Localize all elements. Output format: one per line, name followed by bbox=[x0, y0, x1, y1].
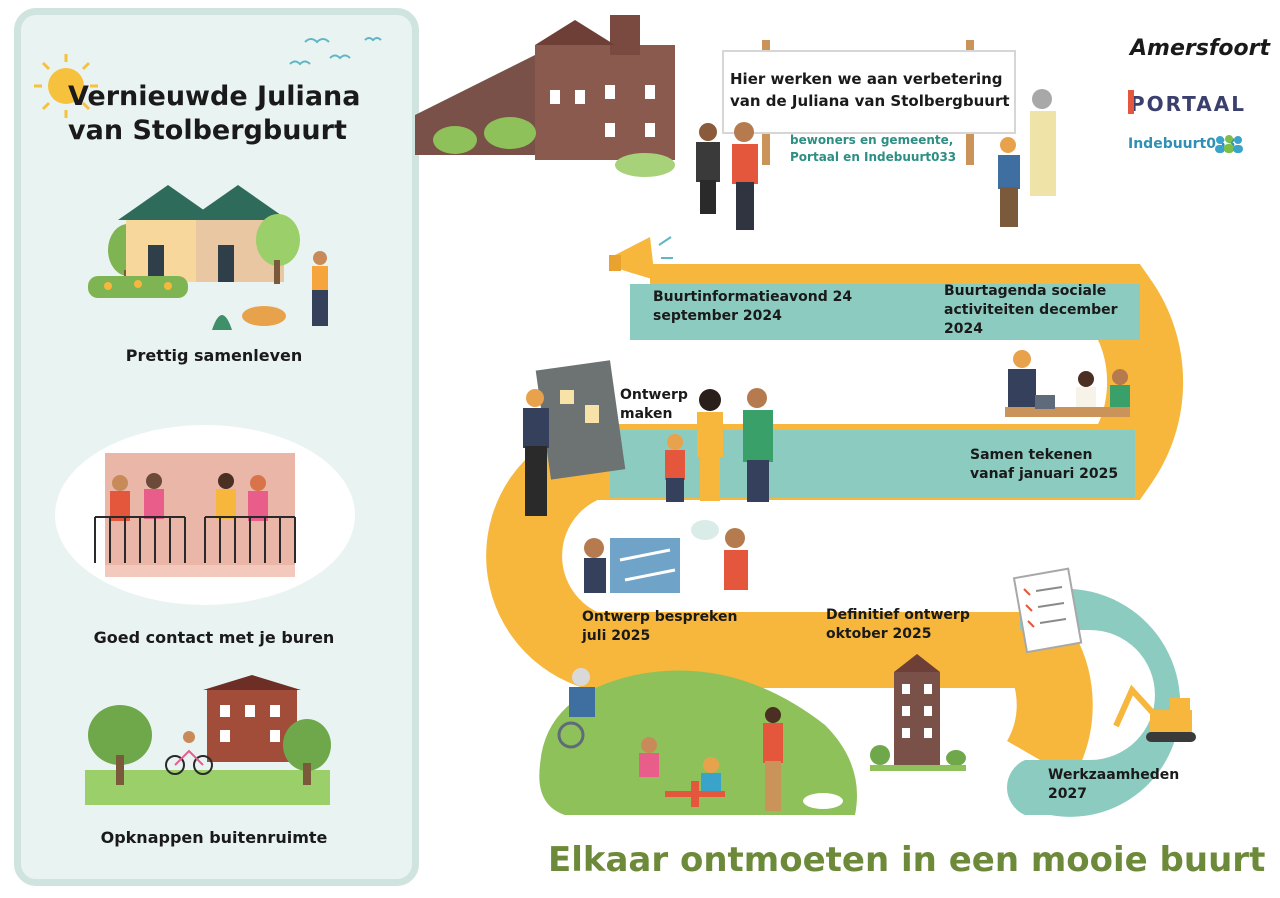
balconies-illustration bbox=[55, 425, 355, 605]
sign-subtext: bewoners en gemeente, Portaal en Indebuu… bbox=[790, 133, 957, 164]
checklist-icon bbox=[1012, 567, 1083, 654]
page-title: Vernieuwde Juliana van Stolbergbuurt bbox=[68, 81, 361, 146]
timeline-road bbox=[486, 264, 1184, 817]
step-buurtagenda: Buurtagenda sociale activiteiten decembe… bbox=[944, 283, 1118, 337]
step-ontwerp-maken: Ontwerp maken bbox=[620, 387, 688, 422]
outdoor-illustration bbox=[85, 675, 331, 805]
birds-icon bbox=[289, 37, 382, 66]
indebuurt-logo: Indebuurt033 bbox=[1128, 136, 1236, 152]
amersfoort-logo: Amersfoort bbox=[1130, 36, 1270, 61]
houses-illustration bbox=[88, 185, 328, 330]
megaphone-icon bbox=[609, 236, 673, 280]
panel-item-label: Opknappen buitenruimte bbox=[100, 828, 328, 847]
map-discussion-illustration bbox=[584, 520, 748, 593]
excavator-icon bbox=[1113, 684, 1196, 742]
step-samen-tekenen: Samen tekenen vanaf januari 2025 bbox=[970, 447, 1119, 482]
people-illustration bbox=[998, 89, 1056, 227]
project-sign bbox=[722, 50, 1016, 134]
sign-text: Hier werken we aan verbetering van de Ju… bbox=[730, 70, 1010, 110]
panel-item-label: Goed contact met je buren bbox=[93, 628, 335, 647]
sun-icon bbox=[34, 54, 98, 118]
slogan: Elkaar ontmoeten in een mooie buurt bbox=[548, 840, 1266, 880]
people-group-icon bbox=[1215, 135, 1243, 153]
tower-building-illustration bbox=[870, 654, 966, 771]
team-meeting-illustration bbox=[1005, 350, 1130, 417]
step-definitief-ontwerp: Definitief ontwerp oktober 2025 bbox=[826, 607, 970, 642]
park-illustration bbox=[539, 668, 857, 815]
panel-item-label: Prettig samenleven bbox=[125, 346, 303, 365]
step-buurtinformatieavond: Buurtinformatieavond 24 september 2024 bbox=[653, 289, 853, 324]
portaal-logo: PORTAAL bbox=[1130, 92, 1246, 116]
step-werkzaamheden: Werkzaamheden 2027 bbox=[1048, 767, 1180, 802]
people-illustration bbox=[696, 122, 758, 230]
step-ontwerp-bespreken: Ontwerp bespreken juli 2025 bbox=[582, 609, 738, 644]
design-workshop-illustration bbox=[523, 360, 773, 516]
portaal-logo-bracket bbox=[1128, 90, 1134, 114]
building-illustration bbox=[415, 15, 675, 177]
